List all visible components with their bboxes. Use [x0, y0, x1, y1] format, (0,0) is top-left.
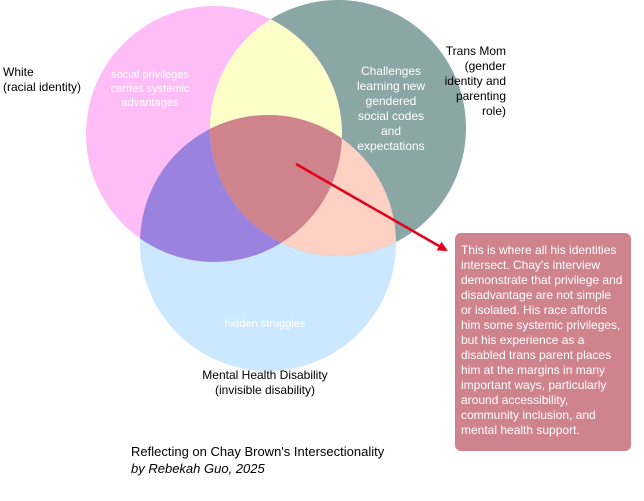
mh-label-subtitle: (invisible disability): [214, 383, 316, 397]
caption-author: by Rebekah Guo, 2025: [131, 461, 265, 476]
white-circle-label: White (racial identity): [3, 65, 81, 95]
trans-inner-line: Challenges: [360, 64, 422, 78]
mh-inner-text: hidden struggles: [224, 318, 306, 330]
trans-mom-circle-label: Trans Mom (gender identity and parenting…: [444, 44, 506, 119]
white-label-subtitle: (racial identity): [3, 80, 82, 94]
trans-label-line: role): [481, 104, 506, 118]
trans-inner-line: expectations: [357, 139, 425, 153]
trans-label-line: Trans Mom: [445, 44, 506, 58]
trans-inner-line: gendered: [365, 94, 417, 108]
mh-label-title: Mental Health Disability: [202, 368, 328, 382]
mental-health-circle-label: Mental Health Disability (invisible disa…: [190, 368, 340, 398]
trans-label-line: parenting: [455, 89, 506, 103]
pointer-arrow: [295, 162, 448, 252]
white-inner-text: social privileges carries systemic advan…: [110, 69, 190, 109]
trans-inner-line: and: [380, 124, 402, 138]
trans-label-line: identity and: [444, 74, 506, 88]
trans-label-line: (gender: [464, 59, 506, 73]
trans-inner-text: Challenges learning new gendered social …: [350, 64, 432, 154]
trans-inner-line: learning new: [356, 79, 426, 93]
trans-inner-line: social codes: [357, 109, 425, 123]
white-label-title: White: [3, 65, 34, 79]
caption-title: Reflecting on Chay Brown's Intersectiona…: [131, 444, 385, 459]
intersection-callout: This is where all his identities interse…: [455, 233, 631, 451]
